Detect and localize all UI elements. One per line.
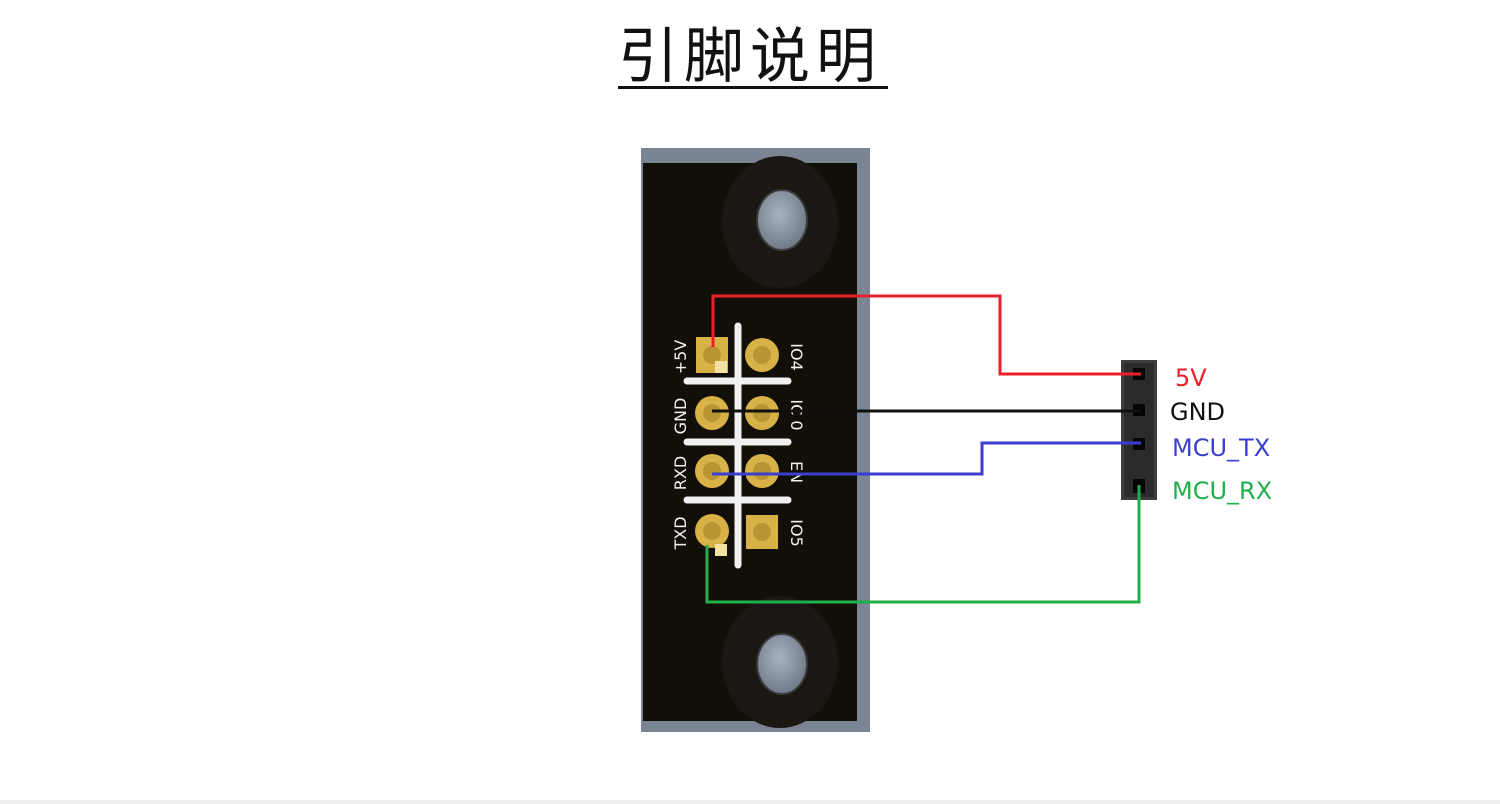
wire-5v bbox=[711, 294, 1141, 376]
page-bottom-edge bbox=[0, 800, 1500, 804]
header-label-mcu-tx: MCU_TX bbox=[1172, 434, 1270, 462]
pin-label-txd: TXD bbox=[671, 516, 690, 550]
header-label-5v: 5V bbox=[1175, 364, 1207, 392]
pin-pads bbox=[695, 337, 779, 556]
pin-label-io4: IO4 bbox=[787, 343, 806, 371]
wire-rx bbox=[705, 485, 1141, 604]
pin-label-rxd: RXD bbox=[671, 456, 690, 490]
pin-label-io5: IO5 bbox=[787, 519, 806, 547]
title-underline bbox=[618, 86, 888, 89]
header-label-gnd: GND bbox=[1170, 398, 1225, 426]
pin-label-io0: IC 0 bbox=[787, 399, 806, 430]
mount-hole-bottom bbox=[756, 633, 808, 695]
pin-label-5v: +5V bbox=[671, 340, 690, 375]
silkscreen-lines bbox=[683, 322, 792, 569]
mount-hole-top bbox=[756, 189, 808, 251]
header-label-mcu-rx: MCU_RX bbox=[1172, 477, 1272, 505]
wire-tx bbox=[712, 441, 1141, 476]
page-title: 引脚说明 bbox=[618, 22, 882, 92]
pin-label-gnd: GND bbox=[671, 398, 690, 435]
pin-label-en: EN bbox=[787, 461, 806, 483]
